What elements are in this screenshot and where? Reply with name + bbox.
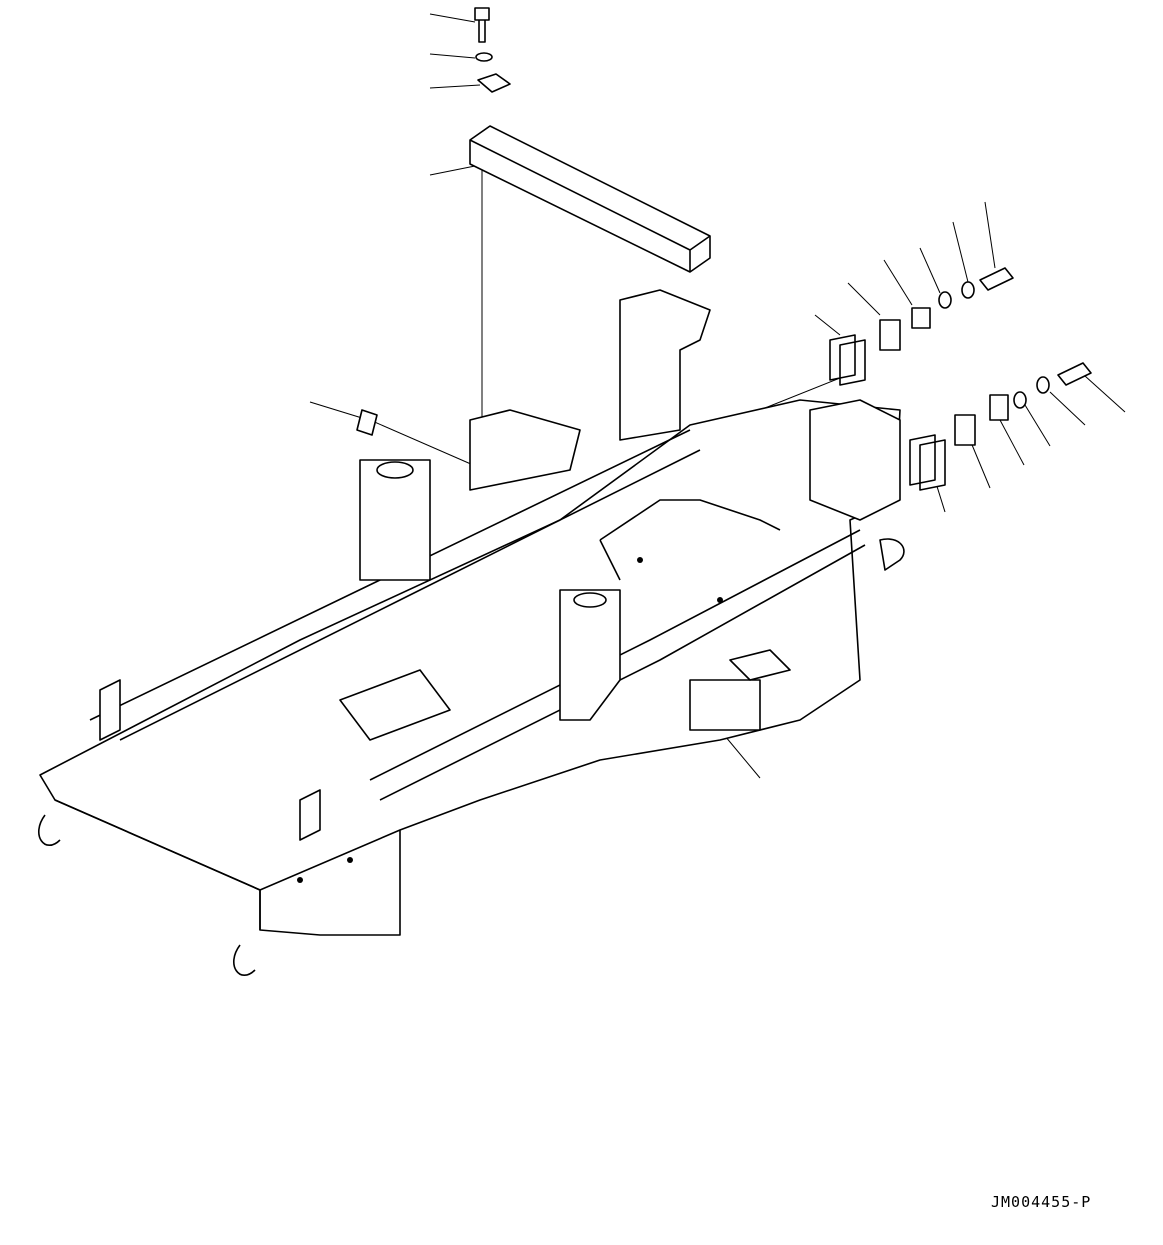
crossbeam-assembly — [469, 7, 711, 273]
main-frame — [38, 289, 905, 976]
shim-and-bolt-parts — [356, 267, 1092, 491]
drawing-number: JM004455-P — [991, 1193, 1092, 1211]
